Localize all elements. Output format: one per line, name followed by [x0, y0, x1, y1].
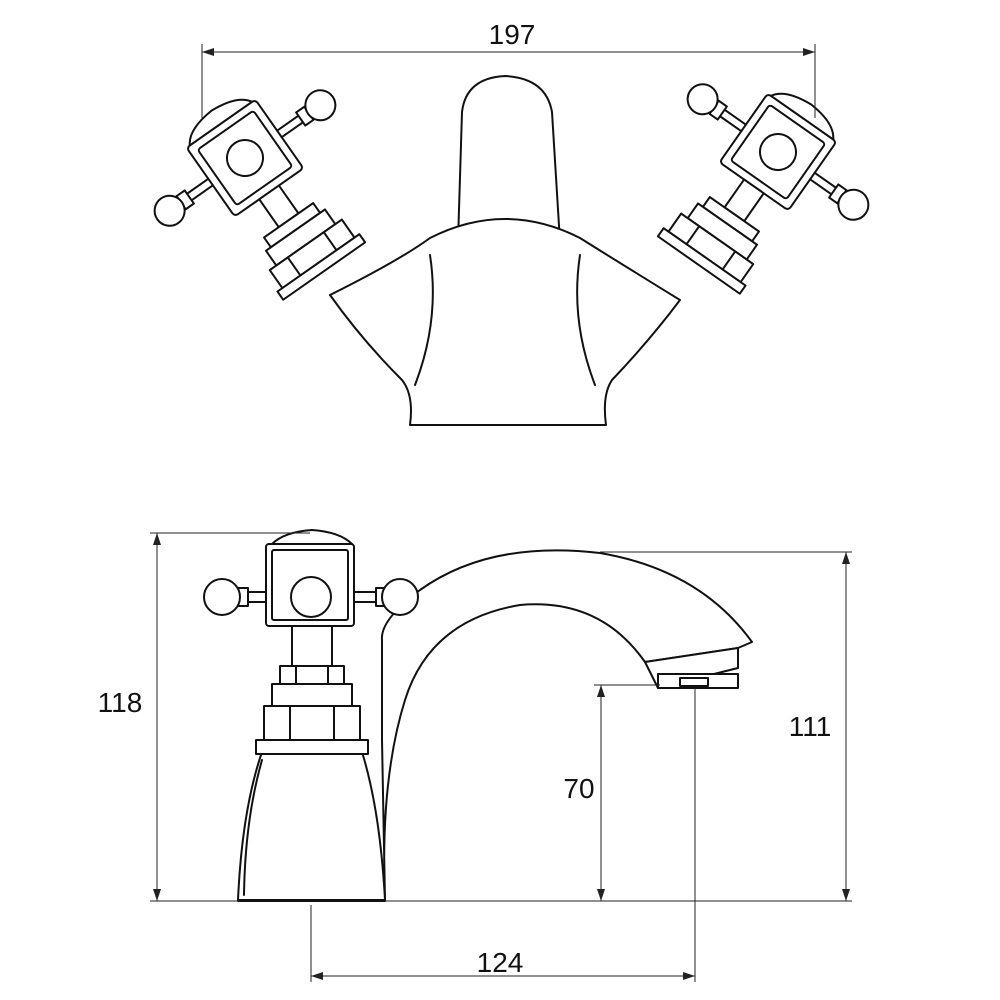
dimension-spout-height-label: 111	[789, 711, 832, 742]
front-body	[329, 218, 681, 426]
front-view: 197	[123, 19, 900, 426]
dimension-overall-height-label: 118	[98, 687, 143, 718]
dimension-reach-label: 124	[477, 947, 524, 978]
side-view: 118 111 70 124	[98, 529, 852, 982]
front-spout	[457, 75, 561, 243]
dimension-outlet-height-label: 70	[563, 773, 594, 804]
dimension-spout-height: 111	[385, 551, 852, 902]
dimension-overall-height: 118	[98, 532, 310, 902]
dimension-width: 197	[201, 19, 816, 118]
side-spout	[380, 549, 753, 901]
dimension-width-label: 197	[489, 19, 536, 50]
dimension-reach: 124	[310, 688, 696, 982]
side-handle	[203, 529, 419, 627]
dimension-outlet-height: 70	[563, 684, 660, 901]
side-body	[237, 751, 386, 901]
